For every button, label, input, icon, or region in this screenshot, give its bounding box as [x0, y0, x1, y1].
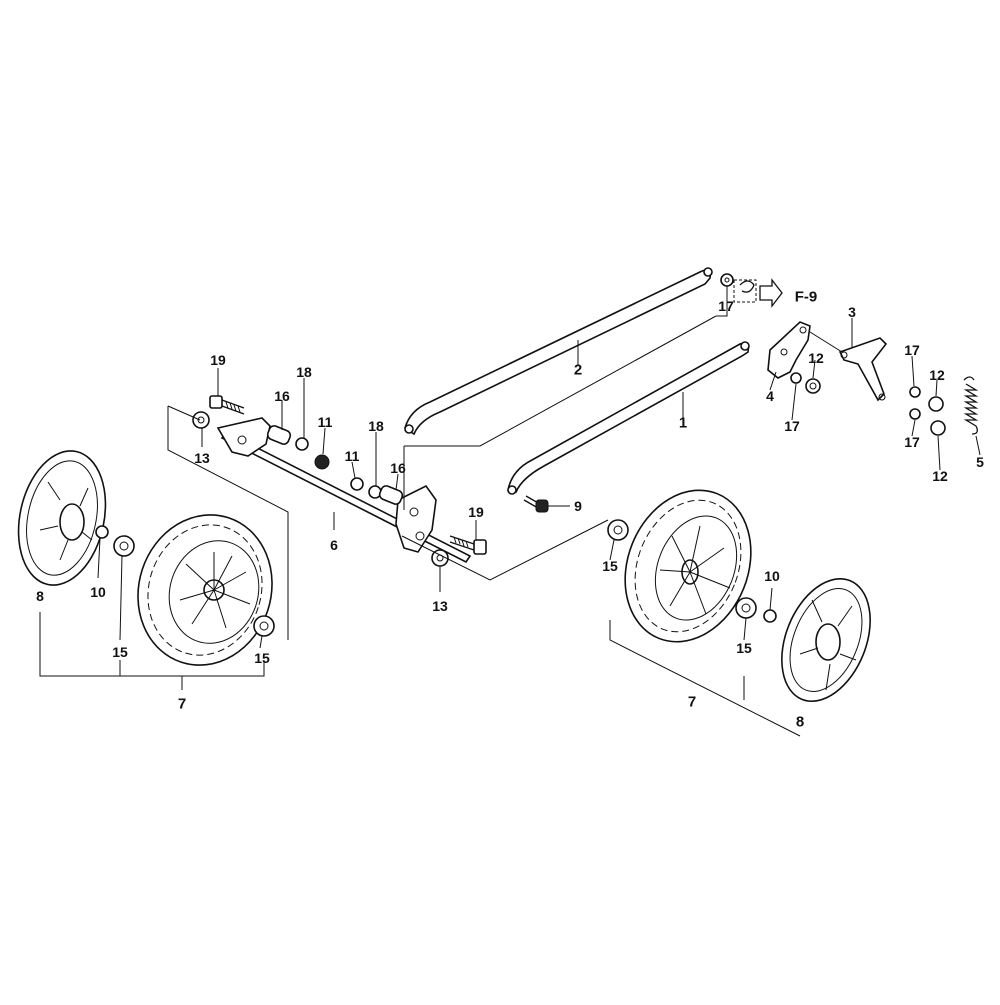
leader-ref-line: [404, 315, 717, 447]
washer-18-left: [295, 437, 309, 451]
callout-6: 6: [330, 537, 338, 553]
callout-12: 12: [929, 367, 945, 383]
f9-ref-arrow: [720, 273, 783, 308]
callout-15: 15: [254, 650, 270, 666]
bearing-15-right-a: [607, 519, 629, 541]
callout-15: 15: [602, 558, 618, 574]
wheel-7-left: [137, 514, 273, 666]
bracket-4: [767, 321, 811, 379]
callout-3: 3: [848, 304, 856, 320]
callout-8: 8: [36, 588, 44, 604]
bearing-15-left-a: [113, 535, 135, 557]
callout-17: 17: [904, 342, 920, 358]
washer-13-left: [192, 411, 210, 429]
axle-bracket-left: [216, 417, 271, 457]
callout-1: 1: [678, 414, 688, 432]
callout-10: 10: [764, 568, 780, 584]
callout-17: 17: [904, 434, 920, 450]
hubcap-8-right: [781, 577, 871, 703]
callout-11: 11: [344, 448, 360, 464]
callout-19: 19: [468, 504, 484, 520]
nut-11-right: [350, 477, 364, 491]
bolt-19-left: [209, 395, 245, 415]
callout-7: 7: [177, 695, 187, 713]
callout-4: 4: [766, 388, 774, 404]
callout-12: 12: [808, 350, 824, 366]
callout-13: 13: [194, 450, 210, 466]
callout-11: 11: [317, 414, 333, 430]
callout-7: 7: [687, 693, 697, 711]
collar-16-left: [266, 425, 292, 445]
nut-12-a: [805, 378, 821, 394]
nut-12-b: [928, 396, 944, 412]
hubcap-8-left: [17, 450, 107, 586]
bolt-19-right: [449, 535, 487, 555]
wheel-7-right: [624, 489, 752, 643]
callout-15: 15: [736, 640, 752, 656]
ref-code-f9: F-9: [794, 288, 818, 306]
callout-8: 8: [795, 713, 805, 731]
callout-18: 18: [368, 418, 384, 434]
nut-10-right: [763, 609, 777, 623]
callout-18: 18: [296, 364, 312, 380]
callout-17: 17: [718, 298, 734, 314]
washer-17-c: [909, 408, 921, 420]
rod-2: [404, 267, 713, 436]
axle-bracket-right: [395, 484, 437, 553]
rod-1: [507, 341, 750, 495]
nut-12-c: [930, 420, 946, 436]
bearing-15-right-b: [735, 597, 757, 619]
leader-lever: [809, 331, 843, 353]
bearing-15-left-b: [253, 615, 275, 637]
collar-16-right: [378, 485, 404, 505]
callout-19: 19: [210, 352, 226, 368]
washer-17-a: [790, 372, 802, 384]
callout-13: 13: [432, 598, 448, 614]
callout-16: 16: [274, 388, 290, 404]
nut-10-left: [95, 525, 109, 539]
lever-3: [838, 337, 888, 402]
callout-16: 16: [390, 460, 406, 476]
spring-5: [963, 376, 979, 435]
washer-17-b: [909, 386, 921, 398]
bolt-9: [523, 495, 549, 513]
callout-10: 10: [90, 584, 106, 600]
leader-lines: [39, 318, 981, 737]
nut-11-left: [314, 454, 330, 470]
callout-15: 15: [112, 644, 128, 660]
callout-2: 2: [573, 361, 583, 379]
callout-12: 12: [932, 468, 948, 484]
callout-9: 9: [574, 498, 582, 514]
callout-17: 17: [784, 418, 800, 434]
leader-17-top: [716, 286, 728, 317]
callout-5: 5: [976, 454, 984, 470]
